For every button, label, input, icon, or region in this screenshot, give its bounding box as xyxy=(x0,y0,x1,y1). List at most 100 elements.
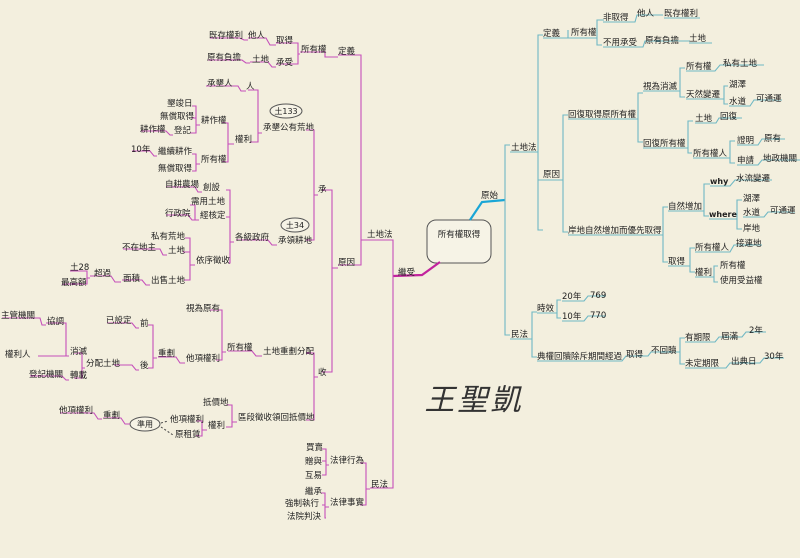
line-qian xyxy=(107,322,139,329)
node-huifusuoyou: 回復所有權 xyxy=(643,138,686,149)
line-chengken xyxy=(248,89,262,143)
node-buyong: 不用承受 xyxy=(603,37,638,48)
node-qude2-r: 取得 xyxy=(626,349,644,360)
node-yishedingqian: 已設定 xyxy=(106,315,132,326)
node-jicun-l: 既存權利 xyxy=(209,30,243,41)
line-taxiangquanli xyxy=(158,356,185,364)
line-weidingqixian xyxy=(685,357,784,369)
node-qian: 前 xyxy=(140,318,149,329)
badge-tu34 xyxy=(280,217,310,233)
node-10n: 10年 xyxy=(131,144,151,155)
node-huifu: 回復取得原所有權 xyxy=(568,109,637,120)
node-taren-r: 他人 xyxy=(637,8,655,19)
line-suoyouquan-r xyxy=(596,19,604,46)
node-taxiangquanli3: 他項權利 xyxy=(170,414,204,425)
line-zhunyong xyxy=(103,417,130,425)
node-ren: 人 xyxy=(246,82,255,92)
node-suoyouquan-l: 所有權 xyxy=(301,44,327,55)
node-jicun-r: 既存權利 xyxy=(664,8,698,19)
line-dingyi-l xyxy=(300,51,338,58)
node-dingyi-r: 定義 xyxy=(543,28,561,39)
node-buhuishu: 不回贖 xyxy=(651,345,677,356)
node-feiqude: 非取得 xyxy=(603,12,629,23)
node-ketonghang2: 可通運 xyxy=(770,205,796,216)
node-tudi2-r: 土地 xyxy=(695,113,713,124)
branch-jishou xyxy=(368,239,394,489)
node-zhuanzai: 轉載 xyxy=(70,370,88,381)
node-buzaidizhu: 不在地主 xyxy=(122,242,157,253)
node-jieman: 屆滿 xyxy=(721,331,739,342)
line-ren xyxy=(206,85,246,92)
branch-yuanyin-r xyxy=(538,114,568,233)
node-quanliren: 權利人 xyxy=(5,349,31,360)
center-node xyxy=(426,219,492,264)
node-shuiliu: 水流變遷 xyxy=(736,173,771,184)
node-tudifa-r: 土地法 xyxy=(511,142,537,153)
line-youqixian xyxy=(685,331,766,343)
trunk-left xyxy=(392,261,441,278)
node-tianranbianqian: 天然變遷 xyxy=(686,89,721,100)
node-chonghua: 重劃 xyxy=(158,348,175,359)
branch-tudifa-l xyxy=(338,54,368,266)
node-suoyouquan2-l: 所有權 xyxy=(201,154,227,165)
line-suoyouquanren2-r xyxy=(695,244,762,253)
line-qude-r xyxy=(668,247,695,273)
line-buyong xyxy=(603,40,690,48)
line-qude-l xyxy=(248,37,276,46)
node-tudichonghua: 土地重劃分配 xyxy=(263,346,315,357)
node-yuanyoufudan-r: 原有負擔 xyxy=(645,35,680,46)
line-gejizhengfu xyxy=(226,189,234,264)
line-chenglin xyxy=(236,239,277,246)
line-xiaomie xyxy=(38,322,69,357)
node-hupo2: 湖澤 xyxy=(743,193,761,204)
node-tudifa-l: 土地法 xyxy=(367,229,393,240)
node-fayuanpanjue: 法院判決 xyxy=(287,511,322,522)
branch-tudifa-r xyxy=(510,34,543,231)
node-yuanyou: 原有 xyxy=(764,133,781,144)
node-taxiangquanli2: 他項權利 xyxy=(59,405,93,416)
line-tudi-l xyxy=(208,59,250,64)
node-mianji: 面積 xyxy=(123,273,141,284)
node-shou: 收 xyxy=(318,367,327,378)
node-cheng: 承 xyxy=(318,185,327,195)
line-shuidao2 xyxy=(743,211,795,218)
node-chudianri: 出典日 xyxy=(731,356,757,367)
node-shenqing: 申請 xyxy=(737,155,755,166)
node-quanli-l: 權利 xyxy=(235,134,252,145)
node-qude-r: 取得 xyxy=(668,256,686,267)
line-dengji xyxy=(141,130,173,136)
node-shuidao: 水道 xyxy=(729,96,747,107)
node-fenpeitudi: 分配土地 xyxy=(86,358,121,369)
line-gengzuoquan xyxy=(190,105,200,134)
line-10y xyxy=(562,315,606,322)
node-suoyouquanren2-r: 所有權人 xyxy=(695,242,730,253)
line-shixiao xyxy=(537,299,561,319)
line-dingyi-r xyxy=(543,30,597,39)
line-chuangshe xyxy=(166,186,202,193)
node-quduan: 區段徵收領回抵價地 xyxy=(238,412,315,423)
node-jishou: 繼受 xyxy=(398,267,416,278)
node-shiyong: 使用受益權 xyxy=(720,275,763,286)
line-jingheding xyxy=(166,204,199,221)
node-dingyi-l: 定義 xyxy=(338,46,356,57)
node-quanli-r: 權利 xyxy=(695,267,712,278)
node-suoyouquan2-r: 所有權 xyxy=(686,61,712,72)
line-ziranzengjia xyxy=(668,183,710,217)
line-suoyouquan-l xyxy=(276,42,300,65)
line-quanli2 xyxy=(196,420,207,437)
line-tudi2-r xyxy=(695,117,742,124)
node-qude-l: 取得 xyxy=(276,35,294,46)
node-shuidao2: 水道 xyxy=(743,207,761,218)
badge-tu34-label: 土34 xyxy=(286,220,304,230)
node-huifu2: 回復 xyxy=(720,111,738,122)
node-suoyouquanren-r: 所有權人 xyxy=(693,148,728,159)
line-taren-l xyxy=(210,37,248,41)
line-zhunyong-dash xyxy=(160,420,174,436)
line-shiweixiaomie xyxy=(643,67,685,98)
line-chaoguo xyxy=(62,270,90,285)
node-tu28: 土28 xyxy=(70,262,89,273)
line-xieyi xyxy=(2,317,46,326)
node-30y: 30年 xyxy=(764,351,784,362)
line-feiqude xyxy=(603,14,663,23)
